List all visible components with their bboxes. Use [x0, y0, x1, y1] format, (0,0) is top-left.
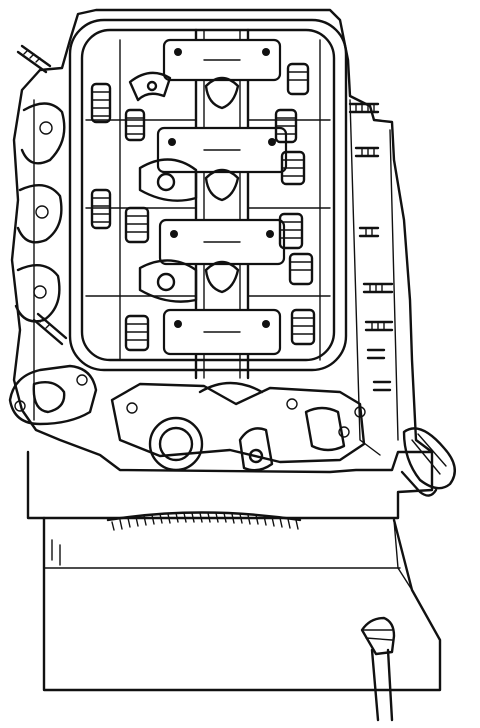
left-studs	[16, 44, 68, 346]
cylinder-head-casting	[10, 8, 434, 474]
flywheel-gear	[106, 511, 302, 531]
right-studs	[348, 102, 394, 392]
oil-sensor	[400, 427, 456, 497]
valve-springs-intake	[90, 71, 172, 352]
head-ribs	[85, 39, 331, 361]
timing-cover	[110, 381, 366, 472]
engine-block-base	[26, 450, 442, 692]
dipstick-tube	[360, 616, 396, 722]
exhaust-flange	[8, 364, 98, 426]
valve-springs-exhaust	[274, 62, 316, 346]
gasket-rail	[68, 18, 348, 372]
intake-ports	[14, 102, 66, 323]
camshaft	[156, 28, 288, 380]
